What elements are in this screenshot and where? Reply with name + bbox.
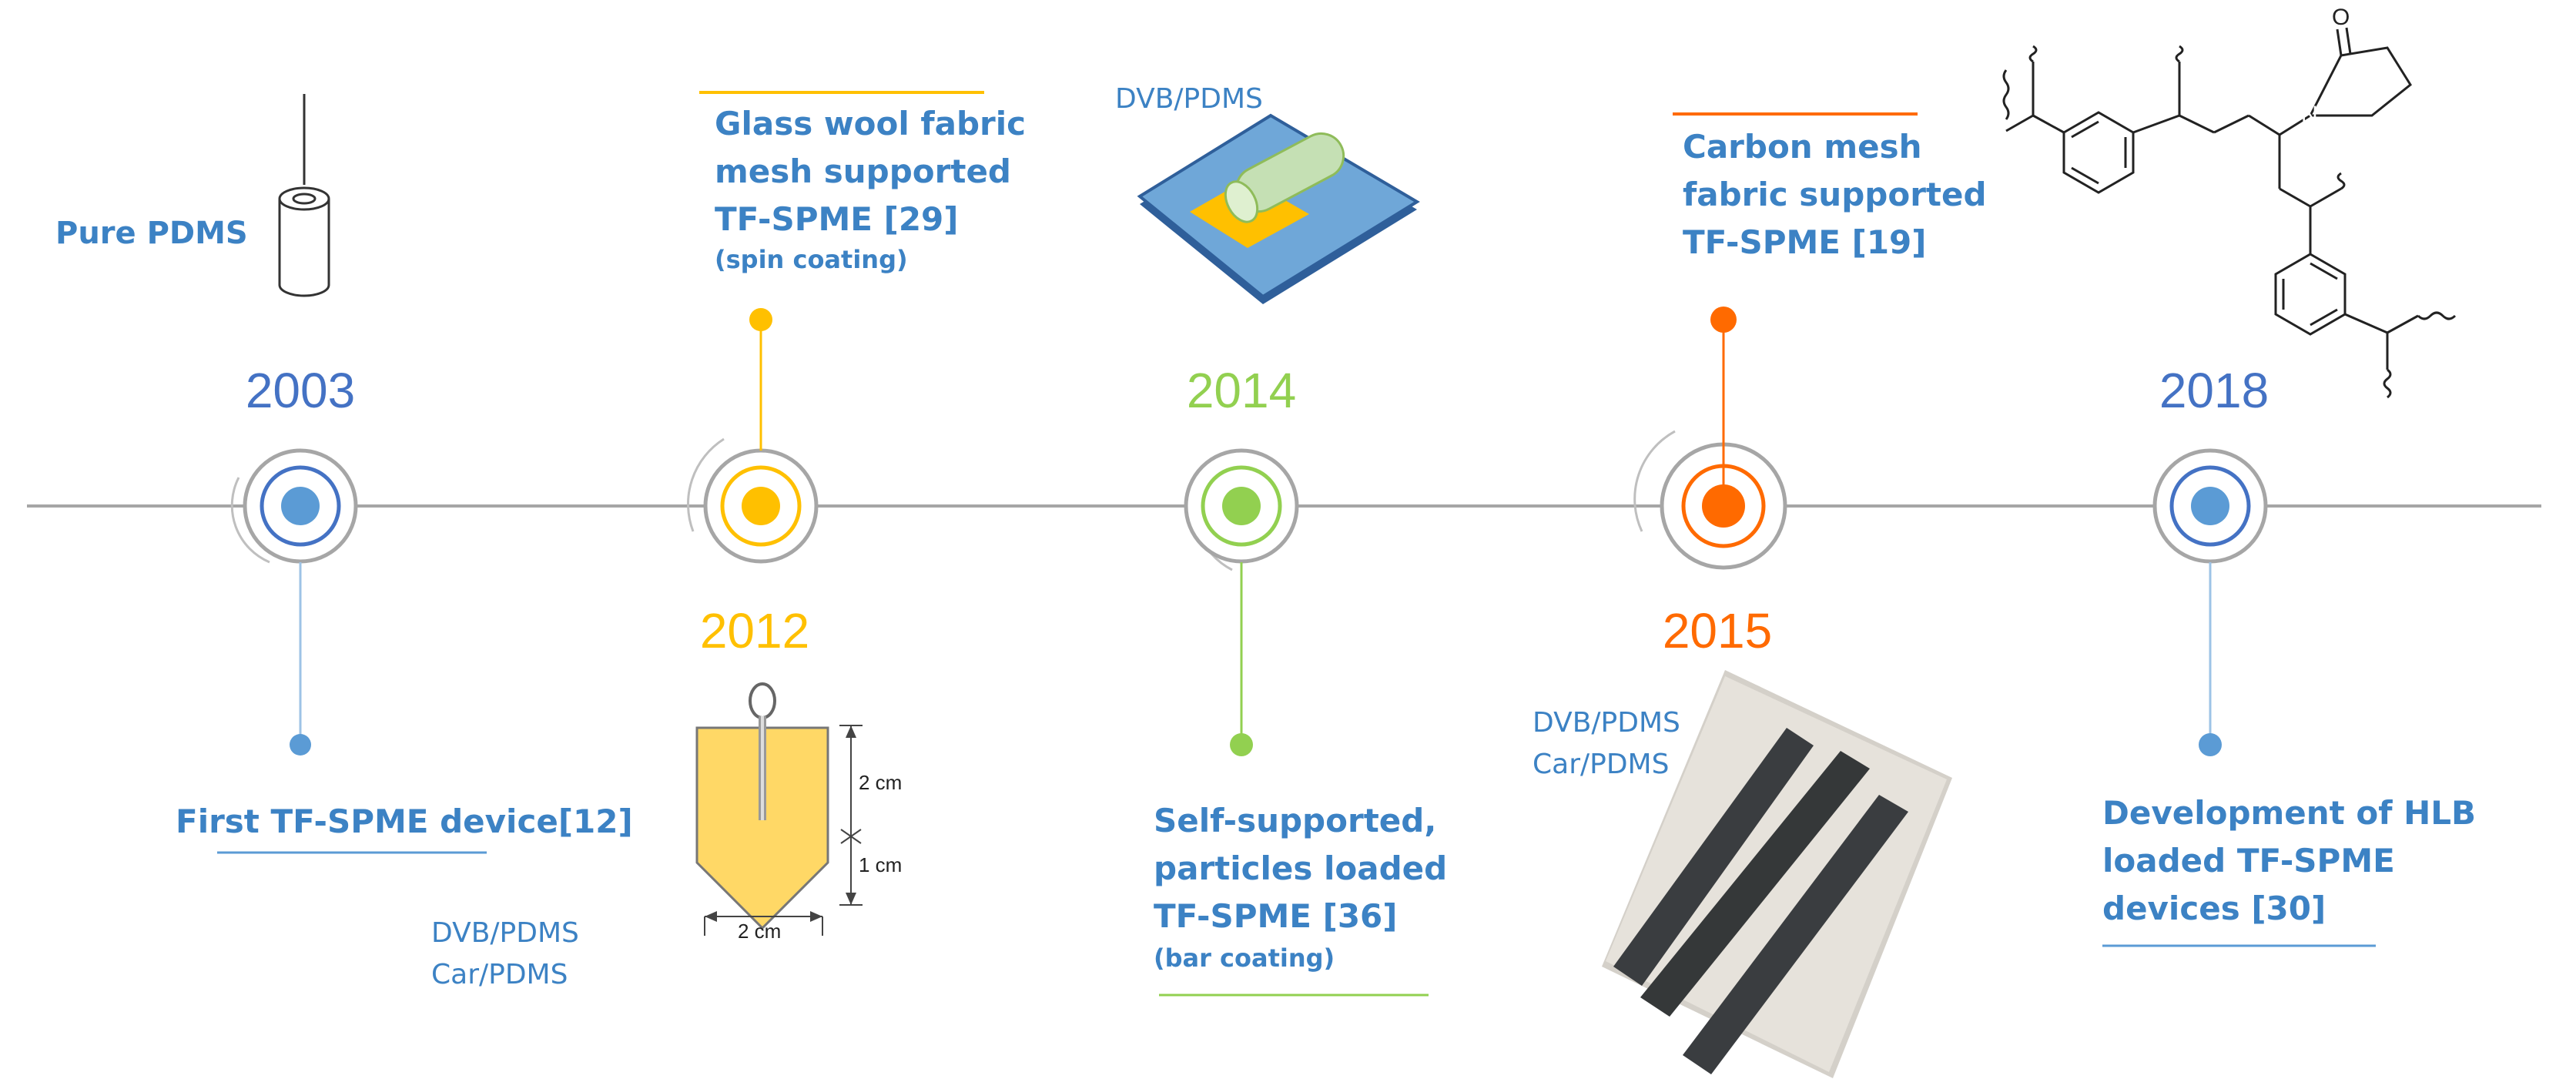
label-2015: Carbon mesh fabric supported TF-SPME [19…: [1683, 128, 1987, 261]
hlb-structure-illustration: O N: [2002, 5, 2457, 399]
marker-2014: [1184, 448, 1299, 571]
dot-2012: [749, 308, 772, 331]
marker-2015: [1633, 430, 1787, 570]
dot-2015: [1710, 307, 1737, 333]
extra-2003: Pure PDMS: [55, 216, 248, 251]
svg-text:O: O: [2332, 5, 2350, 30]
year-2014: 2014: [1186, 363, 1297, 418]
dim-height-top: 2 cm: [859, 771, 902, 794]
blade-device-illustration: 2 cm 1 cm 2 cm: [695, 682, 902, 943]
dot-2003: [290, 734, 311, 756]
label-2014: Self-supported, particles loaded TF-SPME…: [1154, 802, 1448, 935]
carbon-strips-photo: [1602, 670, 1952, 1078]
year-2003: 2003: [245, 363, 356, 418]
label-2012: Glass wool fabric mesh supported TF-SPME…: [715, 105, 1027, 238]
label-2003: First TF-SPME device[12]: [176, 803, 633, 840]
year-2018: 2018: [2159, 363, 2269, 418]
year-2012: 2012: [699, 603, 810, 658]
marker-2012: [687, 437, 819, 564]
svg-text:N: N: [2301, 102, 2318, 127]
platform-device-illustration: [1137, 113, 1420, 304]
sub-2012: (spin coating): [715, 245, 908, 274]
extra-2012: DVB/PDMS Car/PDMS: [431, 917, 579, 990]
sub-2014: (bar coating): [1154, 943, 1335, 973]
dot-2014: [1230, 733, 1253, 756]
label-2018: Development of HLB loaded TF-SPME device…: [2102, 794, 2477, 927]
dim-width: 2 cm: [738, 920, 781, 943]
dot-2018: [2199, 733, 2222, 756]
pdms-rod-illustration: [278, 94, 330, 297]
marker-2018: [2152, 448, 2268, 564]
dim-height-bottom: 1 cm: [859, 853, 902, 876]
year-2015: 2015: [1662, 603, 1773, 658]
extra-2014: DVB/PDMS: [1115, 83, 1263, 115]
marker-2003: [230, 448, 358, 564]
extra-2015: DVB/PDMS Car/PDMS: [1533, 707, 1680, 780]
